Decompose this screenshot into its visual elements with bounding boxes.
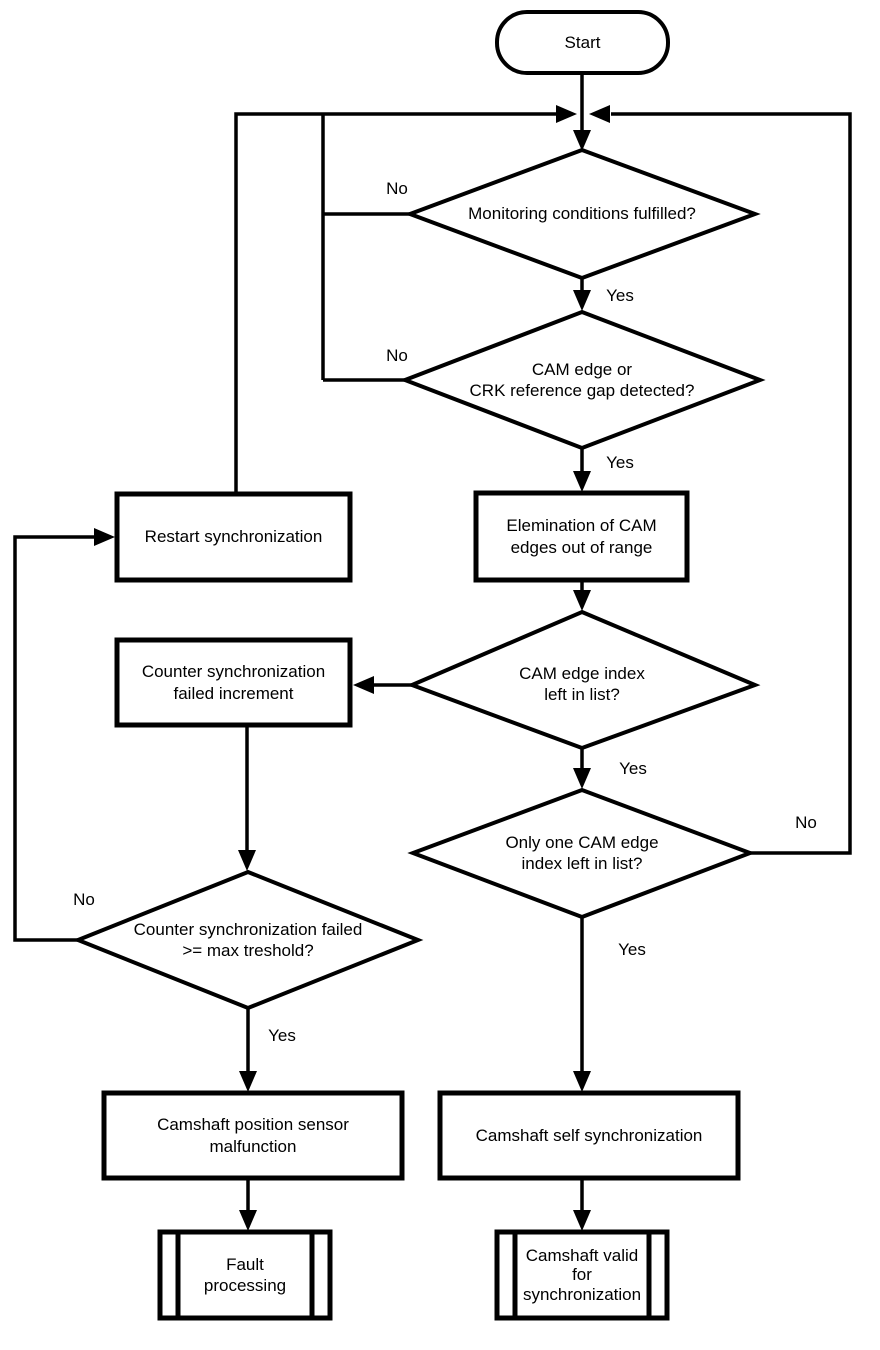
sensor-malfunction-label: Camshaft position sensor malfunction xyxy=(157,1115,349,1156)
arrowhead-into-elimination xyxy=(573,471,591,492)
counter-max-yes-label: Yes xyxy=(268,1026,296,1045)
edge-index-label: CAM edge index left in list? xyxy=(519,663,645,704)
arrowhead-into-only-one xyxy=(573,768,591,789)
self-sync-process-shape xyxy=(437,1090,741,1181)
counter-inc-label: Counter synchronization failed increment xyxy=(141,662,326,703)
monitoring-label: Monitoring conditions fulfilled? xyxy=(468,204,696,224)
edge-only-one-no-feedback-right xyxy=(611,112,852,855)
only-one-no-label: No xyxy=(795,813,817,832)
start-terminator-shape xyxy=(495,10,670,75)
arrowhead-into-counter-max xyxy=(238,850,256,871)
monitoring-decision-shape xyxy=(404,147,761,281)
cam-valid-label: Camshaft valid for synchronization xyxy=(522,1245,642,1304)
arrowhead-right-feedback xyxy=(589,105,610,123)
edge-index-decision-shape xyxy=(406,609,761,751)
arrowhead-into-monitoring xyxy=(573,130,591,151)
only-one-label: Only one CAM edge index left in list? xyxy=(505,832,659,873)
counter-max-label: Counter synchronization failed >= max tr… xyxy=(133,919,363,960)
counter-inc-process-shape xyxy=(114,637,353,728)
only-one-decision-shape xyxy=(407,787,756,920)
sensor-malfunction-process-shape xyxy=(101,1090,405,1181)
self-sync-label: Camshaft self synchronization xyxy=(475,1125,703,1145)
counter-max-no-label: No xyxy=(73,890,95,909)
elimination-process-shape xyxy=(473,490,690,583)
elimination-label: Elemination of CAM edges out of range xyxy=(506,516,657,557)
only-one-yes-label: Yes xyxy=(618,940,646,959)
arrowhead-into-cam-edge xyxy=(573,290,591,311)
start-label: Start xyxy=(564,32,601,52)
monitoring-no-label: No xyxy=(386,179,408,198)
arrowhead-into-restart xyxy=(94,528,115,546)
arrowhead-into-counter-inc xyxy=(353,676,374,694)
arrowhead-into-fault-processing xyxy=(239,1210,257,1231)
fault-processing-label: Fault processing xyxy=(203,1254,287,1295)
edge-restart-feedback-left xyxy=(234,112,556,494)
monitoring-yes-label: Yes xyxy=(606,286,634,305)
cam-valid-predefined-shape xyxy=(494,1229,670,1321)
fault-processing-predefined-shape xyxy=(157,1229,333,1321)
edge-counter-max-no-loop xyxy=(13,535,94,942)
edge-index-yes-label: Yes xyxy=(619,759,647,778)
arrowhead-into-edge-index xyxy=(573,590,591,611)
cam-edge-label: CAM edge or CRK reference gap detected? xyxy=(469,359,695,400)
cam-edge-no-label: No xyxy=(386,346,408,365)
counter-max-decision-shape xyxy=(72,869,424,1011)
cam-edge-yes-label: Yes xyxy=(606,453,634,472)
restart-process-shape xyxy=(114,491,353,583)
arrowhead-into-self-sync xyxy=(573,1071,591,1092)
cam-edge-decision-shape xyxy=(399,309,766,451)
arrowhead-into-cam-valid xyxy=(573,1210,591,1231)
arrowhead-into-sensor-malfunction xyxy=(239,1071,257,1092)
arrowhead-left-feedback xyxy=(556,105,577,123)
restart-label: Restart synchronization xyxy=(144,527,323,547)
